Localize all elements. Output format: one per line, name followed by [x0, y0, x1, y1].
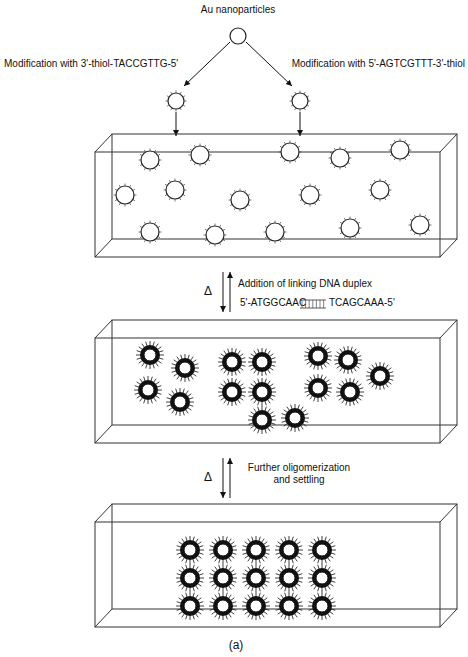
annotation: Further oligomerization and settling	[240, 462, 358, 486]
linked-particle	[218, 378, 246, 406]
caption: (a)	[229, 638, 244, 652]
linked-particle	[209, 536, 237, 564]
annotation: Addition of linking DNA duplex	[238, 278, 372, 290]
gold-particle	[230, 28, 246, 44]
linked-particle	[248, 378, 276, 406]
linked-particle	[304, 374, 332, 402]
container-box	[95, 320, 457, 443]
container-box	[95, 134, 457, 257]
base-pair	[309, 300, 310, 308]
linked-particle	[248, 406, 276, 434]
base-pair	[316, 300, 317, 308]
linked-particle	[281, 404, 309, 432]
arrow	[246, 42, 292, 86]
linked-particle	[304, 342, 332, 370]
linked-particle	[308, 536, 336, 564]
linked-particle	[166, 388, 194, 416]
linked-particle	[275, 564, 303, 592]
modified-particle	[329, 147, 352, 170]
linked-particle	[275, 536, 303, 564]
annotation: TCAGCAAA-5'	[329, 297, 395, 309]
linked-particle	[176, 564, 204, 592]
arrow	[184, 42, 230, 86]
modified-particle	[339, 217, 362, 240]
modified-particle	[290, 91, 311, 112]
linked-particle	[171, 354, 199, 382]
linked-particle	[176, 536, 204, 564]
modified-particle	[279, 141, 302, 164]
modified-particle	[139, 149, 162, 172]
annotation: Modification with 3'-thiol-TACCGTTG-5'	[4, 58, 178, 70]
linked-particle	[248, 348, 276, 376]
base-pair	[323, 300, 324, 308]
linked-particle	[218, 348, 246, 376]
annotation: 5'-ATGGCAAC	[240, 297, 306, 309]
modified-particle	[264, 221, 287, 244]
arrow	[230, 272, 231, 312]
linked-particle	[275, 592, 303, 620]
annotation: Modification with 5'-AGTCGTTT-3'-thiol	[292, 58, 465, 70]
heat-symbol: Δ	[204, 470, 212, 484]
modified-particle	[114, 184, 137, 207]
modified-particle	[164, 179, 187, 202]
modified-particle	[139, 221, 162, 244]
modified-particle	[166, 91, 187, 112]
linked-particle	[136, 341, 164, 369]
linked-particle	[242, 592, 270, 620]
arrow	[300, 112, 301, 136]
arrow	[223, 272, 224, 312]
modified-particle	[299, 184, 322, 207]
modified-particle	[229, 189, 252, 212]
heat-symbol: Δ	[204, 284, 212, 298]
linked-particle	[308, 592, 336, 620]
arrow	[176, 112, 177, 136]
linked-particle	[334, 346, 362, 374]
linked-particle	[242, 564, 270, 592]
arrow	[223, 458, 224, 498]
base-pair	[312, 300, 313, 308]
base-pair	[320, 300, 321, 308]
linked-particle	[336, 378, 364, 406]
modified-particle	[389, 139, 412, 162]
modified-particle	[204, 224, 227, 247]
linked-particle	[308, 564, 336, 592]
modified-particle	[369, 179, 392, 202]
modified-particle	[189, 144, 212, 167]
linked-particle	[176, 592, 204, 620]
container-box	[95, 504, 457, 627]
linked-particle	[366, 362, 394, 390]
annotation: Au nanoparticles	[201, 4, 276, 16]
linked-particle	[209, 564, 237, 592]
linked-particle	[209, 592, 237, 620]
arrow	[230, 458, 231, 498]
modified-particle	[409, 214, 432, 237]
linked-particle	[134, 376, 162, 404]
linked-particle	[242, 536, 270, 564]
